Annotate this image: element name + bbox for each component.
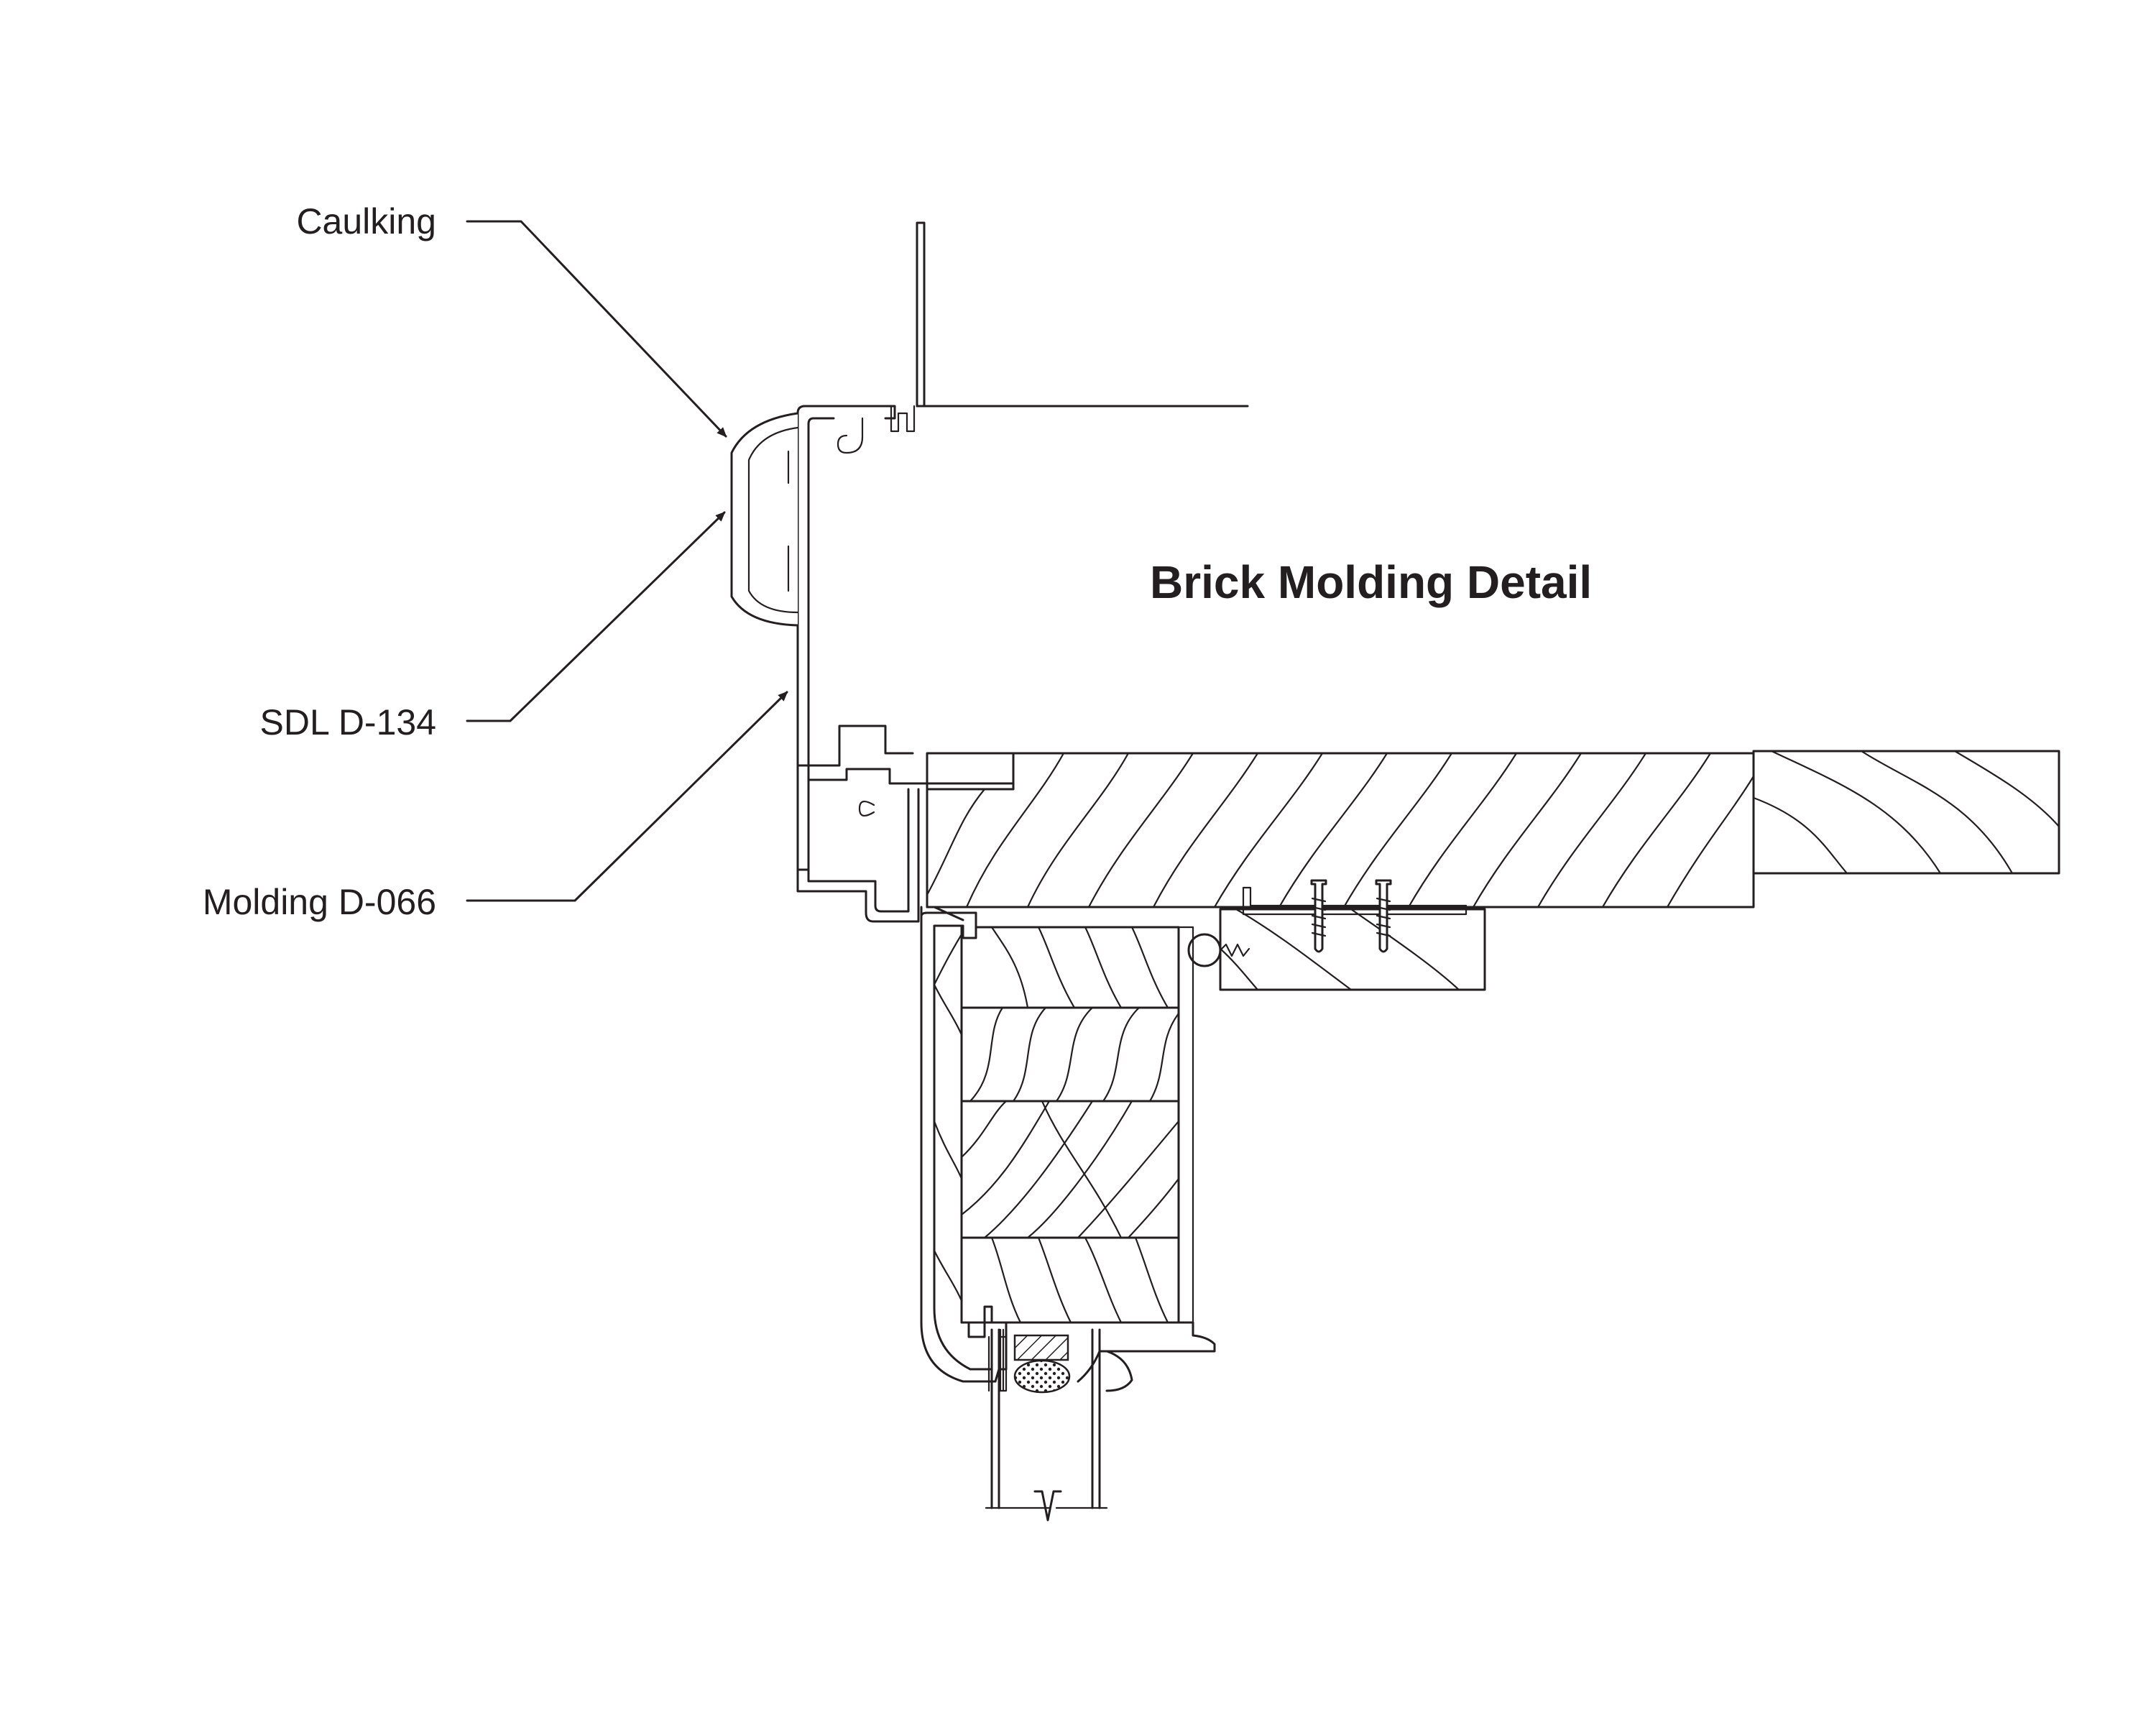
callout-label-sdl: SDL D-134 <box>260 702 436 742</box>
fastener-right <box>1375 879 1392 953</box>
glazing-tape <box>999 1328 1005 1392</box>
callout-label-molding: Molding D-066 <box>203 882 436 922</box>
spacer-hatched <box>1013 1334 1069 1361</box>
callout-label-caulking: Caulking <box>296 201 436 242</box>
leader-line-sdl <box>466 511 726 722</box>
desiccant-sealant <box>1013 1359 1071 1394</box>
caulking-bead <box>730 412 799 627</box>
weatherstrip-bulb <box>1187 933 1250 967</box>
fastener-left <box>1310 879 1327 953</box>
head-stop-block <box>1219 886 1486 991</box>
insulated-glass-unit <box>985 1328 1108 1522</box>
diagram-title: Brick Molding Detail <box>1150 556 1592 608</box>
wall-flashing <box>890 221 1249 433</box>
leader-line-molding <box>466 691 788 902</box>
sash-wood-core <box>960 926 1194 1324</box>
leader-line-caulking <box>466 220 727 438</box>
head-jamb-wood <box>926 752 1755 908</box>
sdl-d-134-extrusion <box>796 405 936 923</box>
sash-cladding <box>920 906 997 1383</box>
head-extension-board <box>1752 750 2060 875</box>
